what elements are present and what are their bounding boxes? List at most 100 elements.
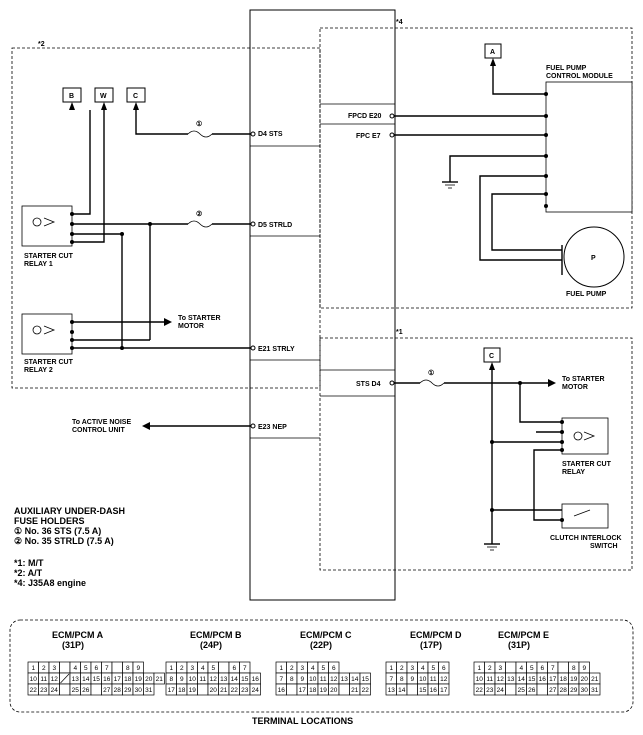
ecm-pin-number: 11 bbox=[486, 676, 493, 683]
fuse2-number: ② bbox=[196, 210, 202, 218]
ecm-pin-number: 12 bbox=[440, 676, 448, 683]
ecm-pin-number: 19 bbox=[570, 676, 578, 683]
pin-sts-d4: STS D4 bbox=[356, 381, 381, 388]
ecm-pin-number: 22 bbox=[476, 687, 484, 694]
ecm-pin-cell bbox=[153, 672, 165, 685]
marker-star4: *4 bbox=[396, 19, 403, 26]
relay3-label-2: RELAY bbox=[562, 469, 585, 476]
ecm-pin-number: 11 bbox=[199, 676, 206, 683]
fuel-pump-label: FUEL PUMP bbox=[566, 291, 607, 298]
ecm-pin-number: 4 bbox=[519, 665, 523, 672]
ecm-connector-name: ECM/PCM E bbox=[498, 630, 549, 640]
ecm-pin-number: 12 bbox=[210, 676, 218, 683]
ecm-pin-number: 8 bbox=[290, 676, 294, 683]
clutch-label-2: SWITCH bbox=[590, 543, 618, 550]
fpcm-label-1: FUEL PUMP bbox=[546, 65, 587, 72]
ecm-pin-number: 24 bbox=[51, 687, 59, 694]
fuse-title-2: FUSE HOLDERS bbox=[14, 516, 85, 526]
pin-e21-strly: E21 STRLY bbox=[258, 346, 295, 353]
ecm-pin-cell bbox=[249, 683, 261, 696]
ecm-connector-name: ECM/PCM A bbox=[52, 630, 104, 640]
ecm-pin-number: 14 bbox=[398, 687, 406, 694]
ecm-pin-number: 12 bbox=[51, 676, 59, 683]
to-starter-motor-2-l2: MOTOR bbox=[562, 384, 588, 391]
ecm-pin-number: 3 bbox=[498, 665, 502, 672]
to-starter-motor-1-l2: MOTOR bbox=[178, 323, 204, 330]
to-starter-motor-2-l1: To STARTER bbox=[562, 376, 605, 383]
ecm-pin-number: 30 bbox=[135, 687, 143, 694]
ecm-pin-slash bbox=[60, 673, 70, 684]
ecm-pin-number: 10 bbox=[189, 676, 197, 683]
ecm-pin-number: 6 bbox=[332, 665, 336, 672]
ecm-pin-number: 19 bbox=[189, 687, 197, 694]
ecm-pin-number: 9 bbox=[410, 676, 414, 683]
ecm-pin-number: 1 bbox=[169, 665, 173, 672]
ecm-pin-number: 8 bbox=[169, 676, 173, 683]
pin-fpc-e7: FPC E7 bbox=[356, 133, 381, 140]
connector-b-label: B bbox=[69, 93, 74, 100]
ecm-pin-number: 7 bbox=[389, 676, 393, 683]
ecm-pin-number: 20 bbox=[210, 687, 218, 694]
ecm-pin-number: 20 bbox=[581, 676, 589, 683]
ecm-pin-number: 2 bbox=[488, 665, 492, 672]
ecm-pin-number: 8 bbox=[126, 665, 130, 672]
ecm-connector-pincount: (22P) bbox=[310, 640, 332, 650]
ecm-pin-number: 7 bbox=[279, 676, 283, 683]
ecm-pin-number: 16 bbox=[103, 676, 111, 683]
ecm-pin-number: 31 bbox=[591, 687, 599, 694]
ecm-pin-number: 25 bbox=[72, 687, 80, 694]
ecm-connector-pincount: (17P) bbox=[420, 640, 442, 650]
to-starter-motor-1-l1: To STARTER bbox=[178, 315, 221, 322]
note-at: *2: A/T bbox=[14, 568, 43, 578]
ecm-pin-number: 23 bbox=[486, 687, 494, 694]
ecm-pin-number: 14 bbox=[231, 676, 239, 683]
terminal-locations-title: TERMINAL LOCATIONS bbox=[252, 716, 353, 726]
ecm-pin-number: 13 bbox=[220, 676, 228, 683]
ecm-pin-number: 28 bbox=[560, 687, 568, 694]
ecm-pin-number: 16 bbox=[430, 687, 438, 694]
fuse1-number: ① bbox=[196, 120, 202, 128]
ecm-pin-number: 9 bbox=[300, 676, 304, 683]
pin-d5-strld: D5 STRLD bbox=[258, 222, 292, 229]
ecm-pin-number: 3 bbox=[52, 665, 56, 672]
ecm-pin-number: 7 bbox=[243, 665, 247, 672]
ecm-pin-number: 21 bbox=[591, 676, 599, 683]
ecm-pin-number: 3 bbox=[190, 665, 194, 672]
ecm-pin-number: 17 bbox=[299, 687, 307, 694]
fuse-note-2: ② No. 35 STRLD (7.5 A) bbox=[14, 536, 114, 546]
ecm-pin-number: 13 bbox=[388, 687, 396, 694]
ecm-pin-number: 6 bbox=[232, 665, 236, 672]
ecm-pin-number: 7 bbox=[551, 665, 555, 672]
ecm-pin-number: 21 bbox=[351, 687, 359, 694]
ecm-pin-number: 13 bbox=[341, 676, 349, 683]
ecm-pin-number: 31 bbox=[145, 687, 153, 694]
ecm-pin-number: 13 bbox=[72, 676, 80, 683]
pin-fpcd-e20: FPCD E20 bbox=[348, 113, 382, 120]
ecm-pin-cell bbox=[438, 683, 450, 696]
ecm-pin-number: 2 bbox=[400, 665, 404, 672]
ecm-pin-number: 22 bbox=[231, 687, 239, 694]
ecm-pin-number: 3 bbox=[300, 665, 304, 672]
ecm-pin-number: 5 bbox=[84, 665, 88, 672]
ecm-pin-number: 18 bbox=[309, 687, 317, 694]
ecm-pin-number: 6 bbox=[94, 665, 98, 672]
ecm-pin-number: 17 bbox=[114, 676, 122, 683]
ecm-pin-number: 16 bbox=[539, 676, 547, 683]
ecm-pin-cell bbox=[90, 683, 102, 696]
marker-star2: *2 bbox=[38, 41, 45, 48]
ecm-pin-number: 16 bbox=[278, 687, 286, 694]
ecm-pin-number: 23 bbox=[241, 687, 249, 694]
fpcm-label-2: CONTROL MODULE bbox=[546, 73, 613, 80]
ecm-pin-number: 15 bbox=[93, 676, 101, 683]
relay1-label-1: STARTER CUT bbox=[24, 253, 74, 260]
ecm-pin-number: 5 bbox=[321, 665, 325, 672]
ecm-pin-cell bbox=[536, 683, 548, 696]
relay3-label-1: STARTER CUT bbox=[562, 461, 612, 468]
ecm-connector-pincount: (31P) bbox=[508, 640, 530, 650]
ecm-pin-number: 4 bbox=[311, 665, 315, 672]
marker-star1: *1 bbox=[396, 329, 403, 336]
ecm-pin-number: 8 bbox=[572, 665, 576, 672]
ecm-pin-number: 24 bbox=[252, 687, 260, 694]
ecm-pin-number: 22 bbox=[362, 687, 370, 694]
